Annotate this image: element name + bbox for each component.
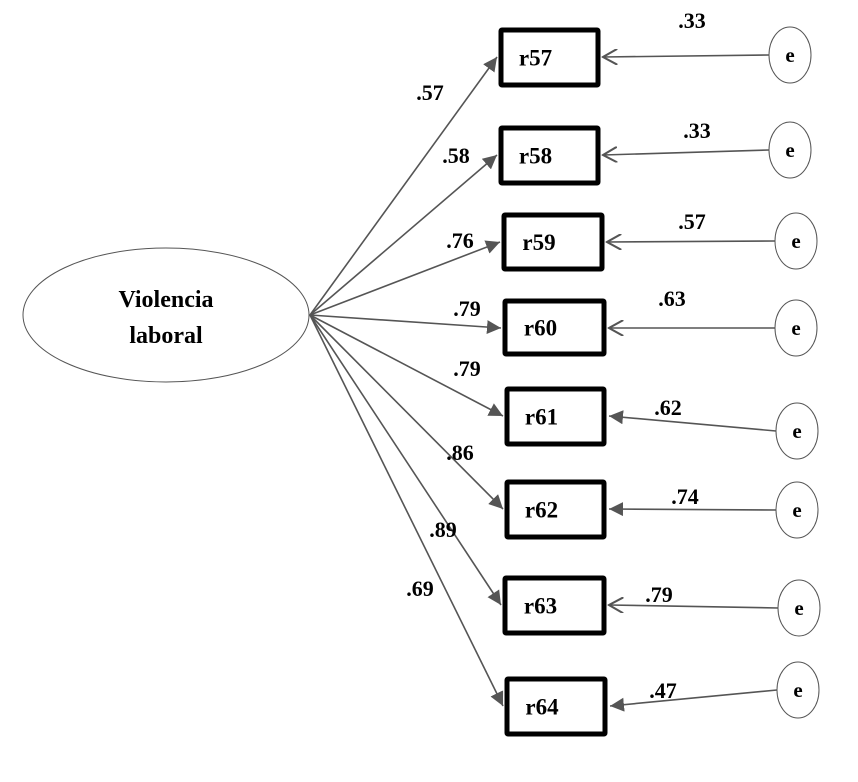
error-coef-r59: .57 bbox=[678, 209, 706, 234]
error-label-r60: e bbox=[791, 316, 800, 340]
indicator-box-r57 bbox=[498, 27, 601, 88]
error-coef-r60: .63 bbox=[658, 286, 686, 311]
error-term-r62 bbox=[775, 481, 819, 539]
indicator-label-r62: r62 bbox=[525, 498, 558, 523]
error-label-r57: e bbox=[785, 43, 794, 67]
error-coef-r61: .62 bbox=[654, 395, 682, 420]
error-path-r58 bbox=[603, 150, 770, 155]
error-label-r59: e bbox=[791, 229, 800, 253]
error-term-r64 bbox=[776, 661, 820, 719]
error-label-r64: e bbox=[793, 678, 802, 702]
loading-label-r59: .76 bbox=[446, 228, 474, 253]
error-label-r61: e bbox=[792, 419, 801, 443]
error-path-r64 bbox=[609, 689, 778, 712]
indicator-box-r59 bbox=[501, 212, 605, 272]
error-term-r58 bbox=[768, 121, 812, 179]
indicator-box-r60 bbox=[502, 298, 607, 357]
indicator-label-r58: r58 bbox=[519, 144, 552, 169]
error-path-r61 bbox=[608, 410, 777, 432]
loading-path-r60 bbox=[309, 314, 502, 335]
error-term-r57 bbox=[768, 26, 812, 84]
error-path-r59 bbox=[607, 241, 776, 242]
loading-label-r61: .79 bbox=[453, 356, 481, 381]
error-label-r58: e bbox=[785, 138, 794, 162]
error-label-r62: e bbox=[792, 498, 801, 522]
loading-label-r63: .89 bbox=[429, 517, 457, 542]
loading-path-r64 bbox=[309, 314, 504, 707]
error-coef-r58: .33 bbox=[683, 118, 711, 143]
error-path-r62 bbox=[608, 502, 777, 517]
indicator-label-r61: r61 bbox=[525, 405, 558, 430]
loading-label-r58: .58 bbox=[442, 143, 470, 168]
loading-label-r64: .69 bbox=[406, 576, 434, 601]
error-term-r61 bbox=[775, 402, 819, 460]
indicator-label-r57: r57 bbox=[519, 46, 552, 71]
error-coef-r57: .33 bbox=[678, 8, 706, 33]
latent-label-line1: Violencia bbox=[118, 287, 213, 313]
error-term-r59 bbox=[774, 212, 818, 270]
loading-path-r62 bbox=[309, 314, 504, 510]
error-coef-r64: .47 bbox=[649, 678, 677, 703]
error-label-r63: e bbox=[794, 596, 803, 620]
error-coef-r62: .74 bbox=[671, 484, 699, 509]
indicator-box-r64 bbox=[504, 676, 608, 737]
error-path-r57 bbox=[603, 55, 770, 57]
indicator-box-r63 bbox=[502, 575, 607, 636]
loading-path-r57 bbox=[309, 56, 498, 316]
error-term-r60 bbox=[774, 299, 818, 357]
indicator-label-r63: r63 bbox=[524, 594, 557, 619]
indicator-label-r64: r64 bbox=[525, 695, 559, 720]
loading-path-r59 bbox=[309, 240, 501, 316]
indicator-box-r58 bbox=[498, 125, 601, 186]
latent-variable: Violencia laboral bbox=[22, 247, 310, 383]
loading-label-r60: .79 bbox=[453, 296, 481, 321]
latent-label-line2: laboral bbox=[129, 323, 203, 349]
indicator-label-r59: r59 bbox=[522, 230, 555, 255]
loading-label-r62: .86 bbox=[446, 440, 474, 465]
error-path-r63 bbox=[609, 605, 779, 608]
error-coef-r63: .79 bbox=[645, 582, 673, 607]
indicator-box-r62 bbox=[504, 479, 607, 540]
loading-label-r57: .57 bbox=[416, 80, 444, 105]
loading-path-r58 bbox=[309, 154, 498, 316]
error-term-r63 bbox=[777, 579, 821, 637]
latent-ellipse bbox=[22, 247, 310, 383]
indicator-box-r61 bbox=[504, 386, 607, 447]
loading-path-r61 bbox=[309, 314, 504, 417]
indicator-label-r60: r60 bbox=[524, 316, 557, 341]
loading-path-r63 bbox=[309, 314, 502, 606]
